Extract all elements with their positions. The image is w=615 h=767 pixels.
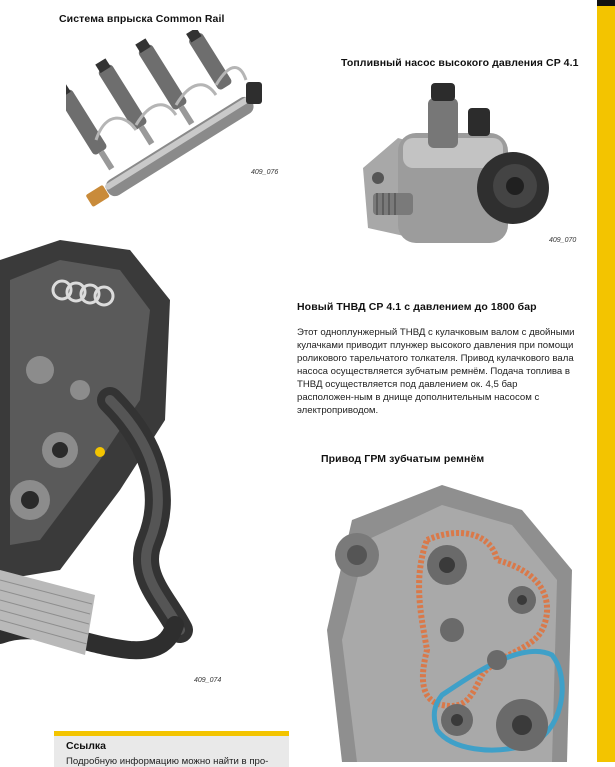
reference-note-title: Ссылка	[66, 740, 107, 752]
side-accent-marker	[597, 0, 615, 6]
pump-title: Топливный насос высокого давления CP 4.1	[341, 57, 579, 69]
pump-figure-label: 409_070	[549, 237, 577, 244]
belt-drive-title: Привод ГРМ зубчатым ремнём	[321, 453, 485, 465]
side-accent-bar	[597, 0, 615, 762]
belt-drive-illustration	[327, 485, 572, 762]
pump-illustration	[363, 83, 549, 243]
engine-illustration	[0, 240, 193, 660]
engine-figure-label: 409_074	[194, 677, 222, 684]
pump-description-paragraph: Этот одноплунжерный ТНВД с кулачковым ва…	[297, 327, 575, 416]
common-rail-figure-label: 409_076	[251, 169, 279, 176]
pump-section-heading: Новый ТНВД CP 4.1 с давлением до 1800 ба…	[297, 301, 537, 313]
common-rail-illustration	[66, 30, 262, 207]
common-rail-title: Система впрыска Common Rail	[59, 13, 225, 25]
